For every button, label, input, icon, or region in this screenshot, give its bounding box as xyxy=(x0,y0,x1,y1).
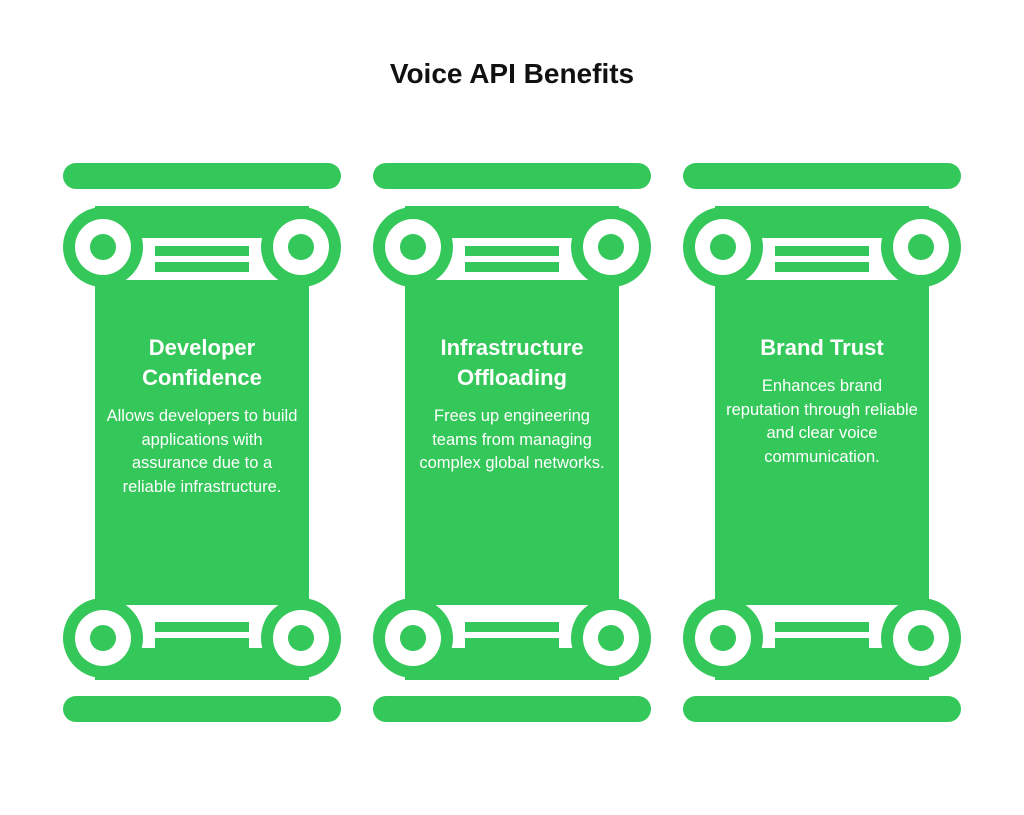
pillar-infrastructure-offloading: Infrastructure Offloading Frees up engin… xyxy=(373,163,651,723)
pillar-title: Developer Confidence xyxy=(142,335,262,390)
pillar-title: Brand Trust xyxy=(760,335,884,360)
pillar-description: Frees up engineering teams from managing… xyxy=(419,407,605,472)
pillar-graphic xyxy=(683,163,961,722)
pillar-description: Enhances brand reputation through reliab… xyxy=(726,377,918,466)
pillar-graphic xyxy=(63,163,341,722)
pillar-brand-trust: Brand Trust Enhances brand reputation th… xyxy=(683,163,961,723)
pillar-title: Infrastructure Offloading xyxy=(440,335,584,390)
pillar-content: Developer Confidence Allows developers t… xyxy=(95,313,309,723)
page-title: Voice API Benefits xyxy=(389,58,635,89)
pillar-description: Allows developers to build applications … xyxy=(106,407,298,496)
pillar-developer-confidence: Developer Confidence Allows developers t… xyxy=(63,163,341,723)
pillar-content: Brand Trust Enhances brand reputation th… xyxy=(715,313,929,723)
pillar-graphic xyxy=(373,163,651,722)
pillar-content: Infrastructure Offloading Frees up engin… xyxy=(405,313,619,723)
